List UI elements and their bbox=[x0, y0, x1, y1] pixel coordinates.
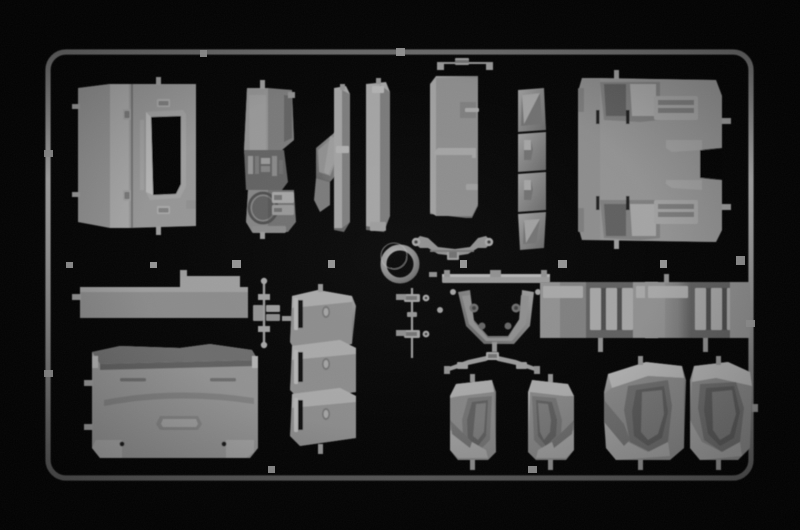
part-bunk-mattress-panel bbox=[366, 78, 390, 232]
part-door-card-pair bbox=[282, 284, 356, 454]
part-cab-floor-pan bbox=[578, 70, 731, 249]
part-interior-trim-strip bbox=[334, 84, 350, 232]
part-cab-rear-wall-panel bbox=[72, 77, 196, 235]
part-dash-fascia-segments bbox=[518, 88, 546, 250]
part-front-fender-left bbox=[450, 374, 496, 470]
part-front-fender-right bbox=[528, 374, 574, 470]
part-sleeper-rear-panel bbox=[84, 344, 258, 458]
part-wheel-arch-left bbox=[604, 356, 686, 470]
